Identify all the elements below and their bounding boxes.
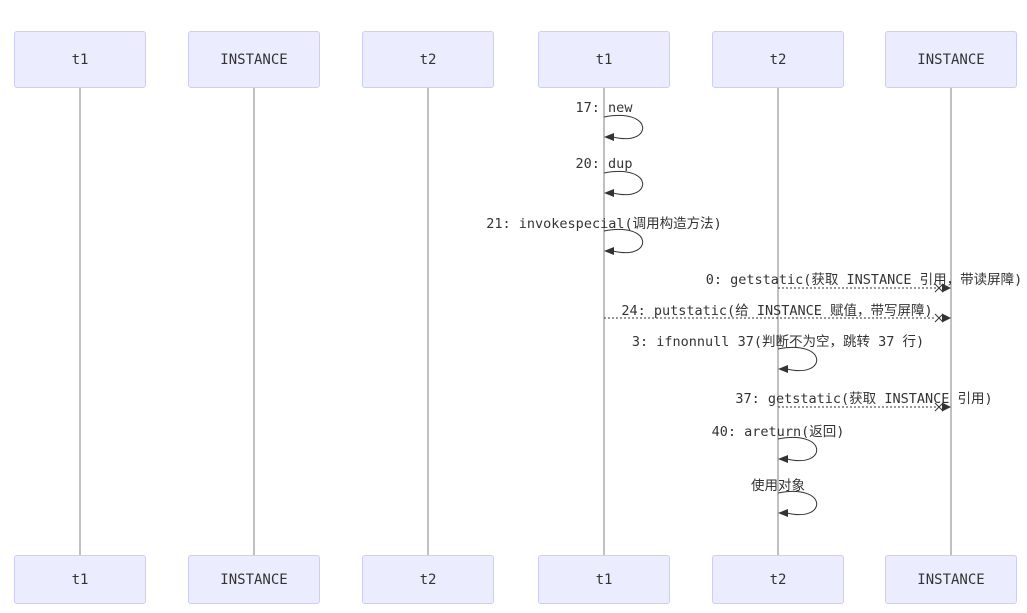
actor-box-t2-left-top: t2 [362, 31, 494, 88]
self-loop-dup [603, 170, 644, 197]
actor-box-t1-left-top: t1 [14, 31, 146, 88]
actor-box-instance-left-bottom: INSTANCE [188, 555, 320, 604]
actor-box-t2-right-top: t2 [712, 31, 844, 88]
arrowhead-icon [604, 189, 614, 197]
actor-box-instance-right-bottom: INSTANCE [885, 555, 1017, 604]
arrowhead-icon [778, 509, 788, 517]
arrowhead-icon [778, 455, 788, 463]
self-loop-ifnonnull [777, 346, 818, 373]
actor-label: INSTANCE [917, 51, 985, 68]
lifelines [79, 88, 952, 555]
arrowhead-icon [778, 365, 788, 373]
actor-box-t2-right-bottom: t2 [712, 555, 844, 604]
actor-label: t1 [71, 51, 89, 68]
actor-box-t1-right-top: t1 [538, 31, 670, 88]
cross-arrow-getstatic-0 [778, 283, 951, 293]
actor-label: INSTANCE [220, 51, 288, 68]
actor-label: t1 [595, 51, 613, 68]
message-label-putstatic-24: 24: putstatic(给 INSTANCE 赋值，带写屏障) [621, 303, 933, 319]
message-label-new: 17: new [575, 100, 633, 116]
cross-icon [934, 313, 944, 323]
cross-icon [934, 283, 944, 293]
self-loop-new [603, 114, 644, 141]
message-label-use-object: 使用对象 [751, 478, 805, 494]
arrowhead-icon [942, 283, 951, 293]
message-label-invokespecial: 21: invokespecial(调用构造方法) [486, 216, 722, 232]
actor-label: t1 [71, 571, 89, 588]
actor-label: t2 [769, 571, 787, 588]
cross-icon [934, 402, 944, 412]
message-label-areturn: 40: areturn(返回) [711, 424, 845, 440]
self-loop-areturn [777, 436, 818, 463]
actor-box-instance-left-top: INSTANCE [188, 31, 320, 88]
actor-box-t1-right-bottom: t1 [538, 555, 670, 604]
actor-label: t1 [595, 571, 613, 588]
cross-arrow-putstatic-24 [604, 313, 951, 323]
actor-box-t2-left-bottom: t2 [362, 555, 494, 604]
actor-label: INSTANCE [917, 571, 985, 588]
message-label-getstatic-0: 0: getstatic(获取 INSTANCE 引用，带读屏障) [705, 272, 1023, 288]
message-label-dup: 20: dup [575, 156, 633, 172]
arrowhead-icon [942, 313, 951, 323]
actor-label: t2 [769, 51, 787, 68]
actor-label: t2 [419, 571, 437, 588]
actor-box-instance-right-top: INSTANCE [885, 31, 1017, 88]
actor-box-t1-left-bottom: t1 [14, 555, 146, 604]
arrowhead-icon [942, 402, 951, 412]
arrowhead-icon [604, 247, 614, 255]
message-label-ifnonnull: 3: ifnonnull 37(判断不为空，跳转 37 行) [631, 334, 925, 350]
self-loop-invokespecial [603, 228, 644, 255]
actor-label: INSTANCE [220, 571, 288, 588]
cross-arrow-getstatic-37 [778, 402, 951, 412]
message-label-getstatic-37: 37: getstatic(获取 INSTANCE 引用) [735, 391, 993, 407]
actor-label: t2 [419, 51, 437, 68]
self-loop-use-object [777, 490, 818, 517]
arrowhead-icon [604, 133, 614, 141]
